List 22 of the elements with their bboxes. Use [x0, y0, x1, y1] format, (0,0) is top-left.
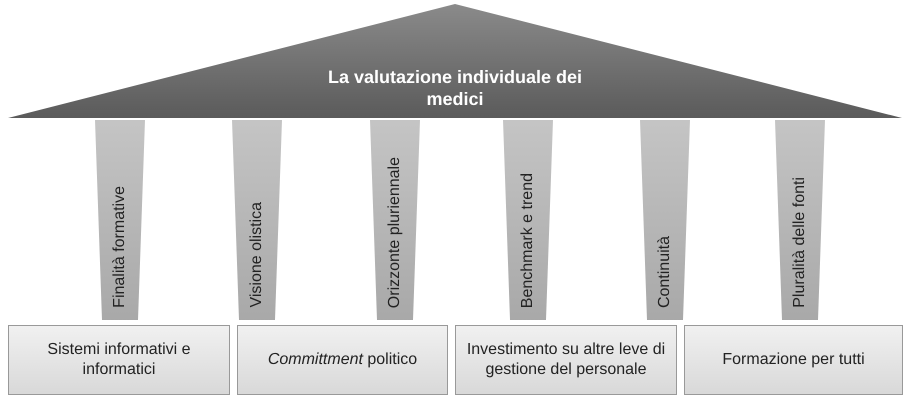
foundation-label: Investimento su altre leve di gestione del personale: [466, 340, 666, 380]
foundation-block: [455, 325, 677, 395]
roof-shape: [8, 4, 902, 118]
roof-title: La valutazione individuale dei medici: [326, 66, 584, 110]
pillar: [95, 120, 145, 320]
foundation-block: [237, 325, 448, 395]
foundation-block: [684, 325, 903, 395]
pillar: [370, 120, 420, 320]
pillar: [503, 120, 553, 320]
pillar-label: Visione olistica: [248, 202, 266, 308]
pillar-label: Orizzonte pluriennale: [386, 156, 404, 308]
pillar: [775, 120, 825, 320]
pillar: [232, 120, 282, 320]
foundation-label: Sistemi informativi e informatici: [46, 340, 192, 380]
foundation-label: Committment politico: [268, 350, 418, 370]
pillar-label: Pluralità delle fonti: [791, 177, 809, 308]
pillar-label: Finalità formative: [111, 186, 129, 308]
pillar: [640, 120, 690, 320]
pillar-label: Continuità: [656, 236, 674, 308]
foundation-block: [8, 325, 230, 395]
pillar-label: Benchmark e trend: [519, 172, 537, 308]
foundation-label: Formazione per tutti: [722, 350, 865, 370]
